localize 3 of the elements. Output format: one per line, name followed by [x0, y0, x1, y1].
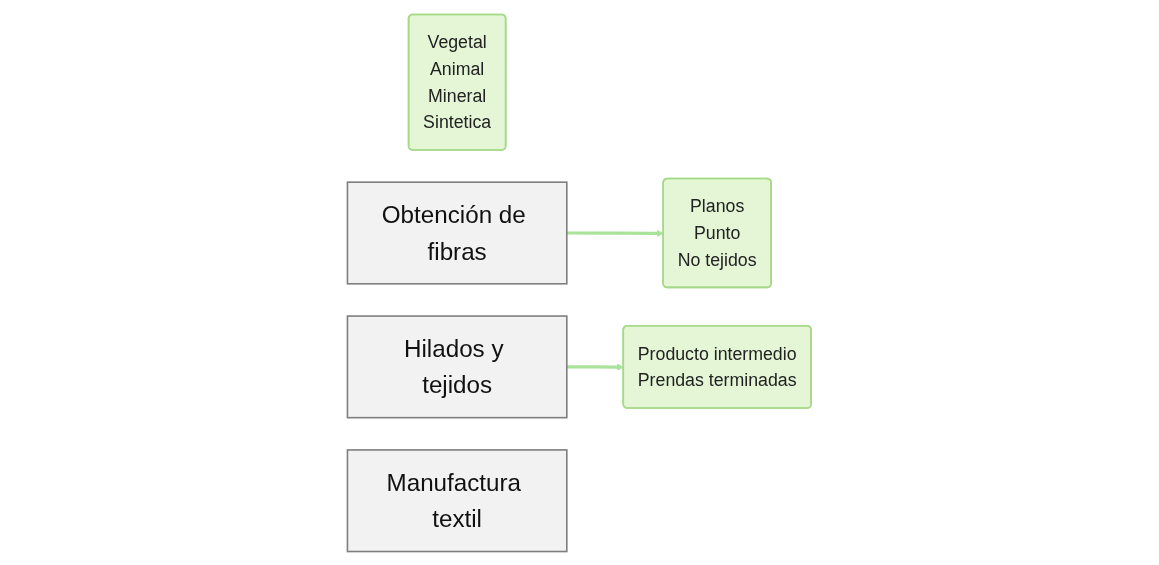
node-box: Manufactura textil	[346, 448, 568, 552]
node-box: Hilados y tejidos	[346, 314, 568, 418]
node-box: Obtención de fibras	[346, 180, 568, 285]
